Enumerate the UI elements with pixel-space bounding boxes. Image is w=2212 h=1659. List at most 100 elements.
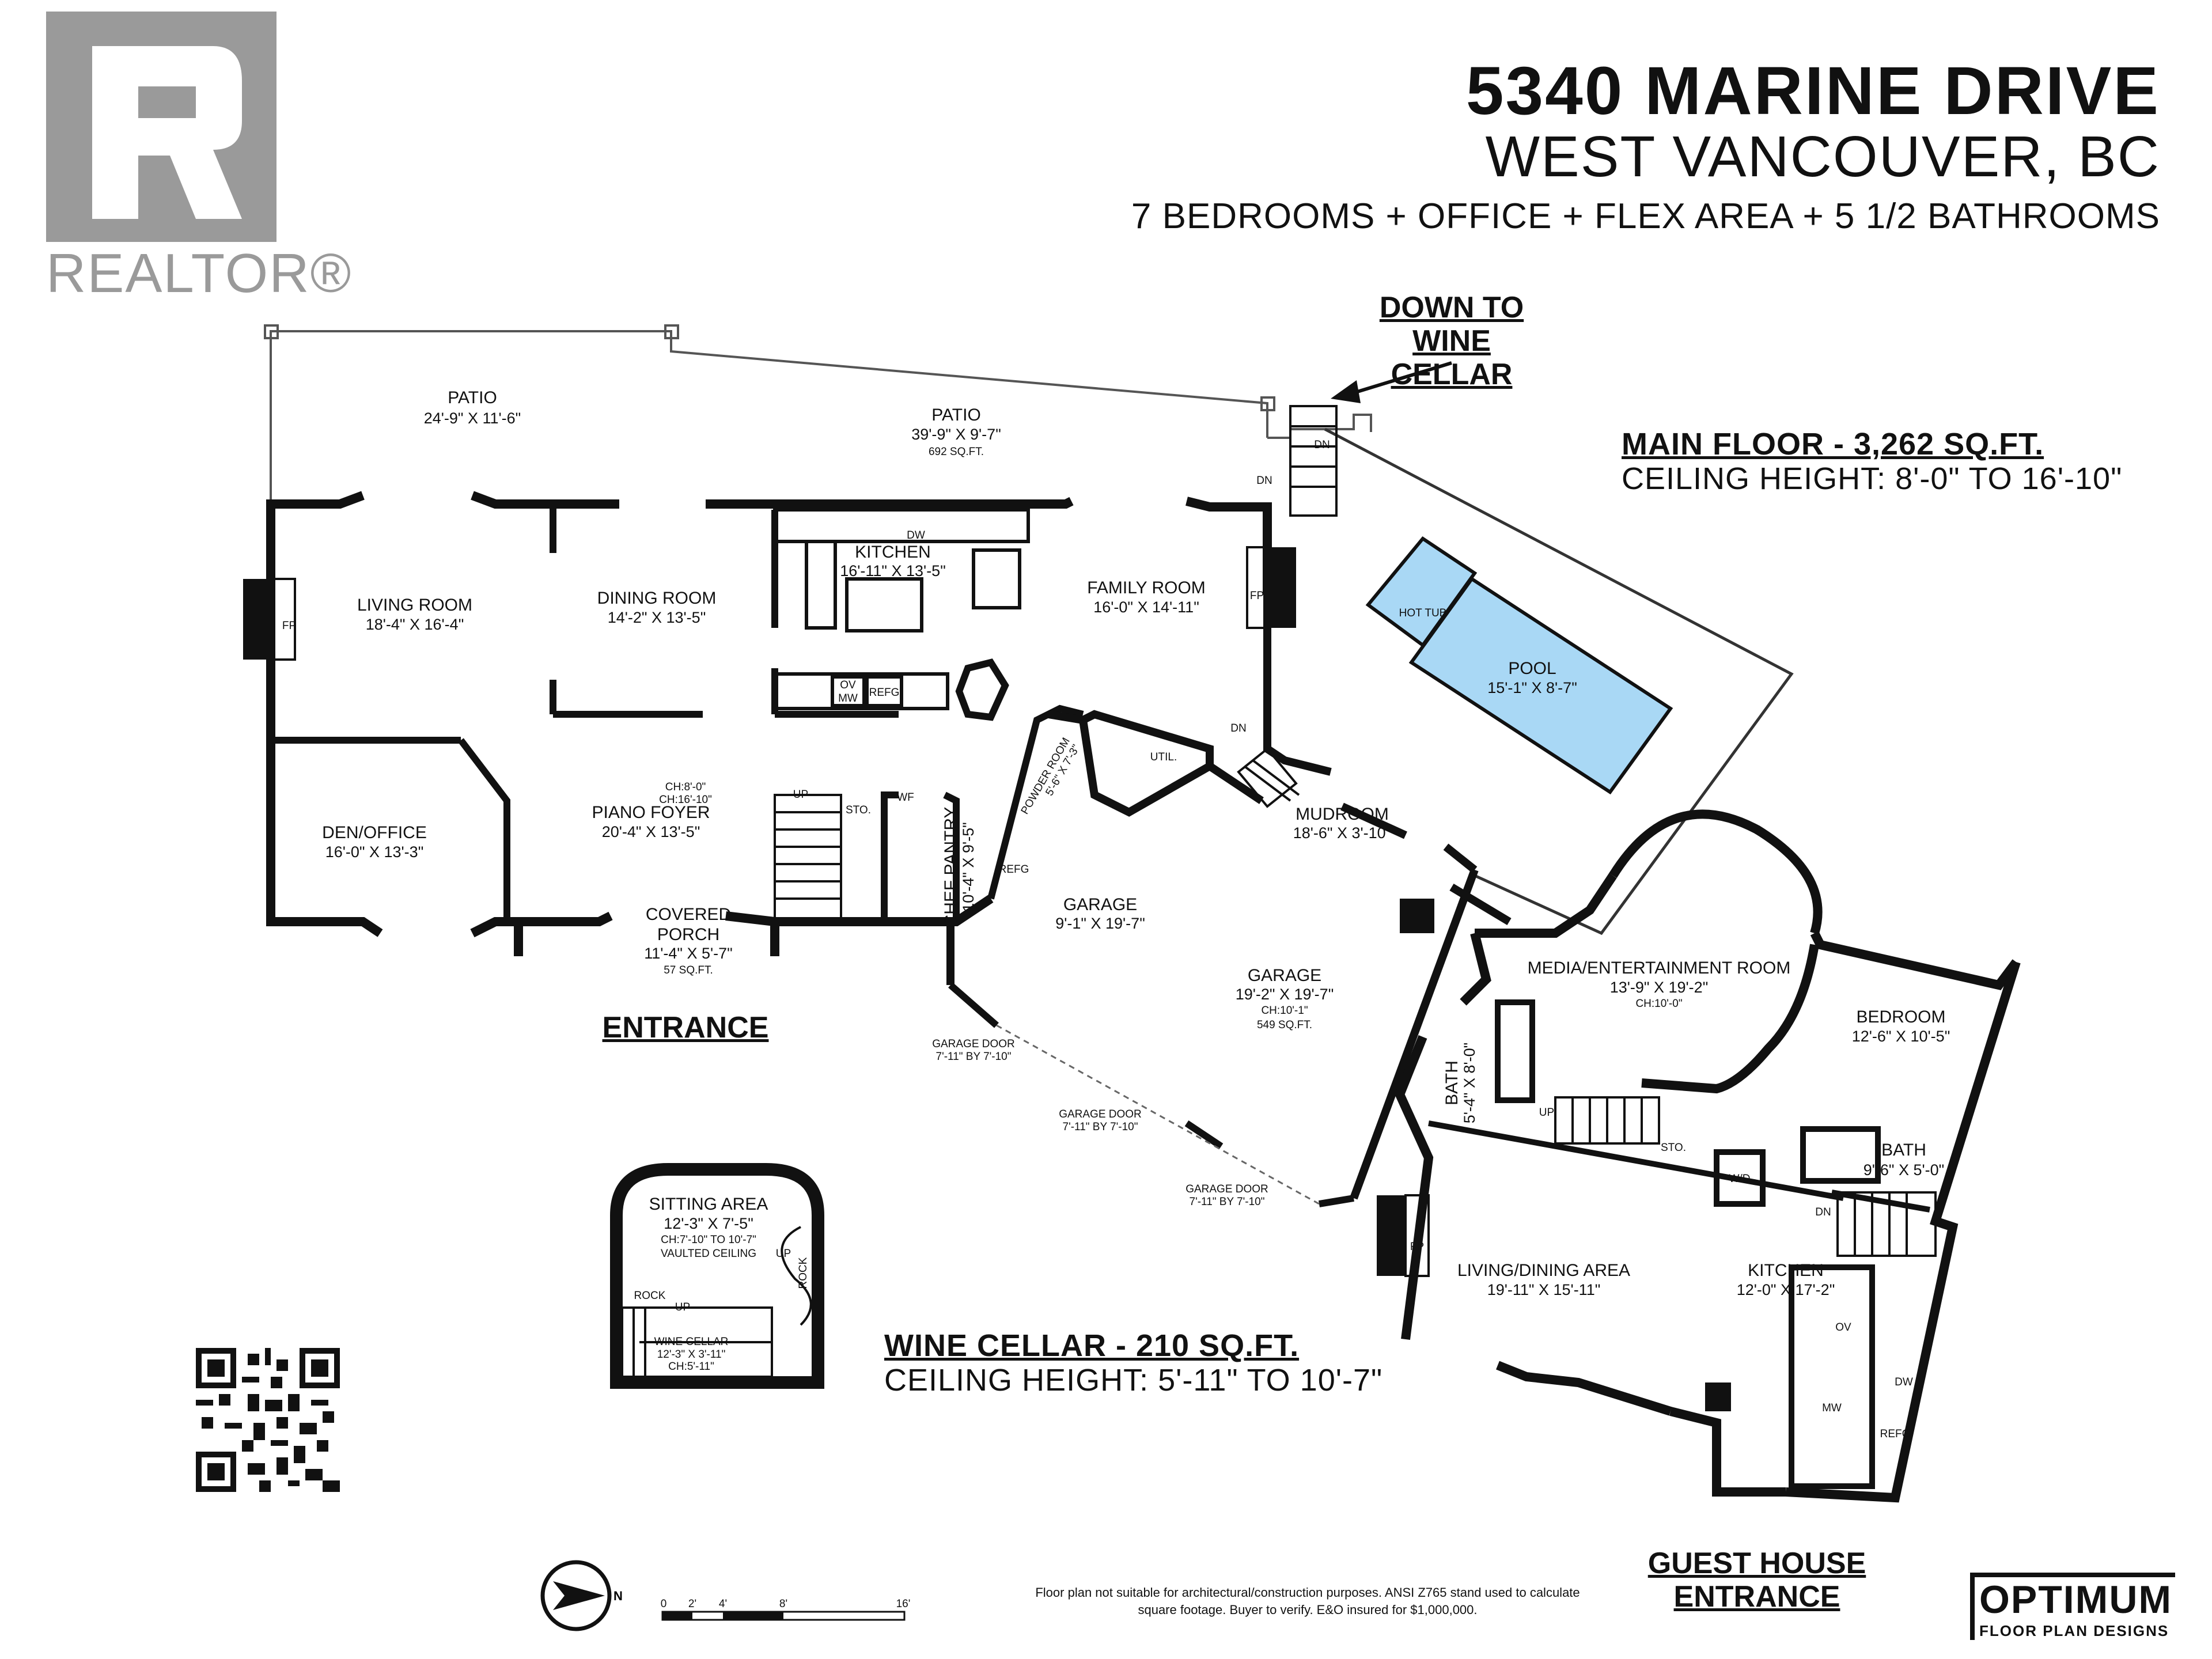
- family-room-name: FAMILY ROOM: [1087, 578, 1206, 597]
- pool-dim: 15'-1" X 8'-7": [1487, 679, 1577, 696]
- porch-name-1: COVERED: [646, 905, 731, 924]
- garage-2-ch: CH:10'-1": [1261, 1005, 1308, 1017]
- sto-2-name: STO.: [1661, 1142, 1686, 1154]
- bath-2-name: BATH: [1881, 1141, 1926, 1160]
- realtor-wordmark: REALTOR®: [46, 243, 353, 304]
- dn-label-2: DN: [1314, 439, 1330, 451]
- dining-room-dim: 14'-2" X 13'-5": [608, 609, 706, 626]
- garage-door-2-label: GARAGE DOOR: [1059, 1108, 1142, 1120]
- room-labels: PATIO 24'-9" X 11'-6" PATIO 39'-9" X 9'-…: [322, 388, 1950, 1373]
- guest-kitchen-dim: 12'-0" X 17'-2": [1737, 1281, 1835, 1298]
- optimum-brand-name: OPTIMUM: [1979, 1578, 2173, 1622]
- mw-label-2: MW: [1822, 1402, 1842, 1414]
- bedroom-dim: 12'-6" X 10'-5": [1852, 1028, 1950, 1045]
- garage-door-2-dim: 7'-11" BY 7'-10": [1063, 1121, 1138, 1133]
- ov-label-2: OV: [1835, 1321, 1851, 1334]
- sitting-area-ch2: VAULTED CEILING: [661, 1248, 756, 1260]
- living-dining-name: LIVING/DINING AREA: [1457, 1261, 1630, 1280]
- disclaimer-text: Floor plan not suitable for architectura…: [1035, 1585, 1580, 1617]
- media-room-ch: CH:10'-0": [1635, 998, 1682, 1010]
- property-address: 5340 MARINE DRIVE: [1465, 53, 2160, 129]
- kitchen-dim: 16'-11" X 13'-5": [840, 562, 946, 579]
- wd-label: W/D: [1729, 1173, 1751, 1185]
- north-arrow-icon: N: [540, 1560, 623, 1631]
- dw-label-1: DW: [907, 529, 925, 541]
- entrance-label: ENTRANCE: [602, 1011, 769, 1044]
- rock-label-2: ROCK: [797, 1257, 809, 1289]
- sitting-area-dim: 12'-3" X 7'-5": [664, 1215, 753, 1232]
- porch-name-2: PORCH: [657, 925, 719, 944]
- fixture-labels: FP FP FP DN DN DN DN UP UP UP UP DW DW O…: [282, 439, 1913, 1440]
- wine-cellar-dim: 12'-3" X 3'-11": [657, 1349, 726, 1361]
- chef-pantry-dim: 10'-4" X 9'-5": [960, 822, 977, 912]
- refg-label-2: REFG: [999, 863, 1029, 876]
- garage-1-name: GARAGE: [1063, 895, 1137, 914]
- patio-2-name: PATIO: [931, 406, 981, 425]
- pool-name: POOL: [1508, 659, 1556, 678]
- mudroom-name: MUDROOM: [1296, 805, 1389, 824]
- porch-dim: 11'-4" X 5'-7": [644, 945, 733, 962]
- property-summary: 7 BEDROOMS + OFFICE + FLEX AREA + 5 1/2 …: [1131, 196, 2160, 236]
- wine-cellar-arrow-icon: [1331, 361, 1452, 403]
- util-name: UTIL.: [1150, 751, 1177, 763]
- scale-bar: 0 2' 4' 8' 16': [661, 1598, 910, 1621]
- stairs: [774, 405, 1937, 1257]
- media-room-dim: 13'-9" X 19'-2": [1610, 979, 1709, 996]
- refg-label-1: REFG: [869, 687, 900, 699]
- dw-label-2: DW: [1895, 1376, 1913, 1388]
- wine-cellar-ch: CH:5'-11": [668, 1361, 714, 1373]
- dn-label-1: DN: [1256, 475, 1272, 487]
- main-floor-title: MAIN FLOOR - 3,262 SQ.FT.: [1622, 427, 2044, 461]
- garage-door-3-dim: 7'-11" BY 7'-10": [1190, 1196, 1265, 1208]
- garage-1-dim: 9'-1" X 19'-7": [1055, 915, 1145, 932]
- patio-2-area: 692 SQ.FT.: [929, 446, 984, 458]
- den-office-dim: 16'-0" X 13'-3": [325, 843, 424, 861]
- garage-door-3-label: GARAGE DOOR: [1185, 1183, 1268, 1195]
- hot-tub-name: HOT TUB: [1399, 607, 1447, 619]
- garage-2-name: GARAGE: [1248, 966, 1321, 985]
- kitchen-name: KITCHEN: [855, 543, 931, 562]
- mw-label-1: MW: [838, 692, 858, 704]
- scale-2: 2': [688, 1598, 696, 1610]
- sitting-area-ch: CH:7'-10" TO 10'-7": [661, 1234, 756, 1246]
- up-label-2: UP: [1539, 1107, 1554, 1119]
- property-city: WEST VANCOUVER, BC: [1485, 124, 2160, 189]
- main-house-walls: [266, 491, 1272, 956]
- optimum-logo: OPTIMUM FLOOR PLAN DESIGNS: [1970, 1573, 2175, 1640]
- porch-area: 57 SQ.FT.: [664, 964, 713, 976]
- bath-2-dim: 9'-6" X 5'-0": [1863, 1161, 1945, 1179]
- chef-pantry-name: CHEF PANTRY: [941, 807, 960, 927]
- dn-label-4: DN: [1815, 1206, 1831, 1218]
- scale-4: 4': [719, 1598, 727, 1610]
- dn-label-3: DN: [1230, 722, 1246, 734]
- bath-1-dim: 5'-4" X 8'-0": [1461, 1043, 1478, 1124]
- garage-door-labels: GARAGE DOOR 7'-11" BY 7'-10" GARAGE DOOR…: [932, 1038, 1268, 1208]
- fp-label-3: FP: [1410, 1241, 1424, 1253]
- scale-0: 0: [661, 1598, 667, 1610]
- guest-kitchen-name: KITCHEN: [1748, 1261, 1824, 1280]
- fireplaces: [243, 547, 1406, 1276]
- piano-foyer-name: PIANO FOYER: [592, 803, 710, 822]
- optimum-brand-sub: FLOOR PLAN DESIGNS: [1979, 1622, 2169, 1639]
- patio-2-dim: 39'-9" X 9'-7": [911, 426, 1001, 443]
- rock-label-1: ROCK: [634, 1290, 666, 1302]
- media-room-name: MEDIA/ENTERTAINMENT ROOM: [1528, 959, 1791, 978]
- piano-foyer-dim: 20'-4" X 13'-5": [602, 823, 700, 840]
- foyer-ch: CH:8'-0": [665, 781, 706, 793]
- living-dining-dim: 19'-11" X 15'-11": [1487, 1281, 1601, 1298]
- sitting-area-name: SITTING AREA: [649, 1195, 768, 1214]
- scale-8: 8': [779, 1598, 787, 1610]
- den-office-name: DEN/OFFICE: [322, 823, 427, 842]
- pool-area: [1365, 536, 1673, 795]
- up-label-4: UP: [675, 1301, 690, 1313]
- up-label-3: UP: [776, 1248, 791, 1260]
- living-room-dim: 18'-4" X 16'-4": [366, 616, 464, 633]
- bath-1-name: BATH: [1442, 1060, 1461, 1105]
- foyer-ch2: CH:16'-10": [659, 794, 712, 806]
- garage-2-dim: 19'-2" X 19'-7": [1236, 986, 1334, 1003]
- fp-label-2: FP: [1250, 590, 1264, 602]
- patio-1-name: PATIO: [448, 388, 497, 407]
- guest-house-walls: [1395, 809, 2021, 1503]
- garage-2-area: 549 SQ.FT.: [1257, 1019, 1312, 1031]
